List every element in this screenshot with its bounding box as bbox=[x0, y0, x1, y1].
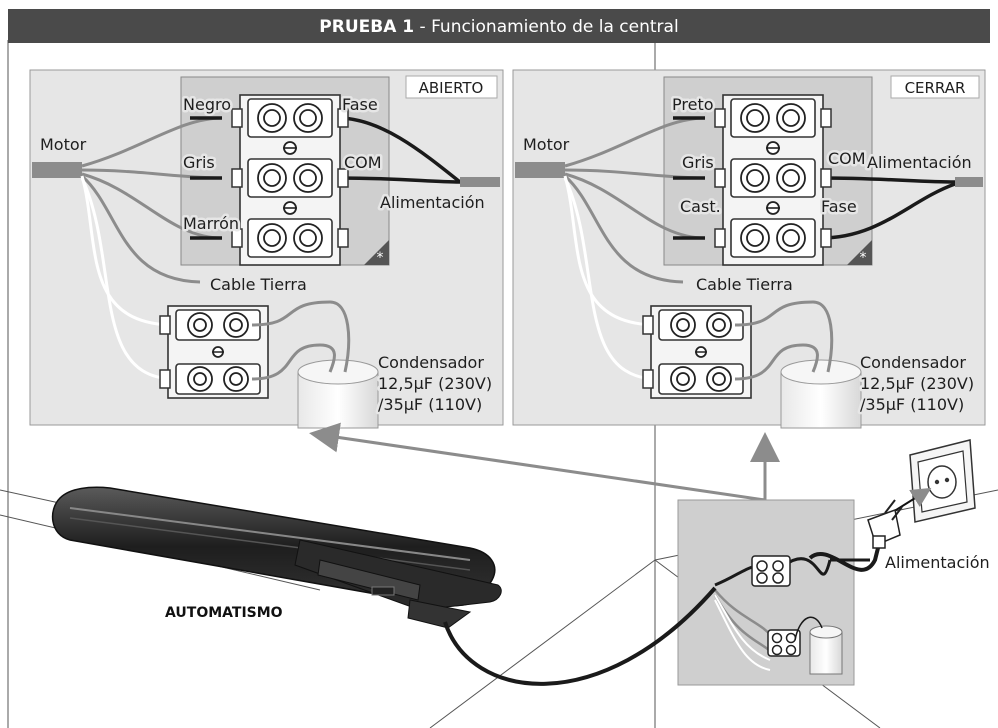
power-plug-icon bbox=[867, 499, 903, 549]
wire-label-2: Gris bbox=[682, 153, 714, 172]
com-label: COM bbox=[828, 149, 866, 168]
terminal-wires bbox=[673, 116, 956, 240]
panel-cerrar: * CERRAR Motor bbox=[512, 69, 986, 429]
wire-label-1: Preto bbox=[672, 95, 714, 114]
motor-cable bbox=[443, 586, 717, 686]
capacitor-wires bbox=[563, 175, 659, 381]
motor-label: Motor bbox=[523, 135, 570, 154]
power-label: Alimentación bbox=[867, 153, 972, 172]
scene-power-label: Alimentación bbox=[885, 553, 990, 572]
phase-label: Fase bbox=[821, 197, 857, 216]
motor-plug bbox=[32, 162, 82, 178]
power-plug bbox=[460, 177, 500, 187]
power-plug bbox=[955, 177, 983, 187]
terminal-block-2 bbox=[159, 305, 269, 399]
header-title: PRUEBA 1 - Funcionamiento de la central bbox=[319, 17, 678, 37]
power-cable bbox=[808, 539, 882, 572]
mini-capacitor bbox=[809, 625, 843, 675]
wire-label-2: Gris bbox=[183, 153, 215, 172]
capacitor-icon bbox=[780, 359, 862, 429]
power-label: Alimentación bbox=[380, 193, 485, 212]
wall-outlet-icon bbox=[909, 439, 976, 523]
automation-label: AUTOMATISMO bbox=[165, 605, 283, 621]
control-box bbox=[677, 499, 870, 686]
arrow-to-abierto bbox=[309, 422, 766, 502]
com-label: COM bbox=[344, 153, 382, 172]
capacitor-label-2: 12,5µF (230V) bbox=[378, 374, 492, 393]
capacitor-label-1: Condensador bbox=[378, 353, 484, 372]
header-bar bbox=[8, 9, 990, 43]
state-label: ABIERTO bbox=[419, 79, 484, 97]
asterisk-corner bbox=[847, 240, 872, 265]
capacitor-icon bbox=[297, 359, 379, 429]
earth-label: Cable Tierra bbox=[696, 275, 793, 294]
asterisk-corner bbox=[364, 240, 389, 265]
capacitor-label-1: Condensador bbox=[860, 353, 966, 372]
panel-abierto: * ABIERTO Motor bbox=[29, 69, 504, 429]
wire-label-3: Marrón bbox=[183, 214, 239, 233]
motor-actuator-icon bbox=[51, 486, 502, 629]
wire-label-1: Negro bbox=[183, 95, 231, 114]
arrows bbox=[309, 422, 780, 502]
asterisk-mark: * bbox=[377, 250, 384, 266]
capacitor-label-3: /35µF (110V) bbox=[378, 395, 482, 414]
capacitor-label-3: /35µF (110V) bbox=[860, 395, 964, 414]
terminal-block-3 bbox=[231, 94, 349, 266]
motor-label: Motor bbox=[40, 135, 87, 154]
mini-terminal-block bbox=[751, 555, 801, 657]
capacitor-wires bbox=[80, 175, 176, 381]
asterisk-mark: * bbox=[860, 250, 867, 266]
terminal-block-2 bbox=[642, 305, 752, 399]
state-label: CERRAR bbox=[905, 79, 966, 97]
capacitor-label-2: 12,5µF (230V) bbox=[860, 374, 974, 393]
terminal-block-3 bbox=[714, 94, 832, 266]
terminal-wires bbox=[190, 116, 462, 240]
phase-label: Fase bbox=[342, 95, 378, 114]
motor-plug bbox=[515, 162, 565, 178]
wire-label-3: Cast. bbox=[680, 197, 721, 216]
earth-label: Cable Tierra bbox=[210, 275, 307, 294]
